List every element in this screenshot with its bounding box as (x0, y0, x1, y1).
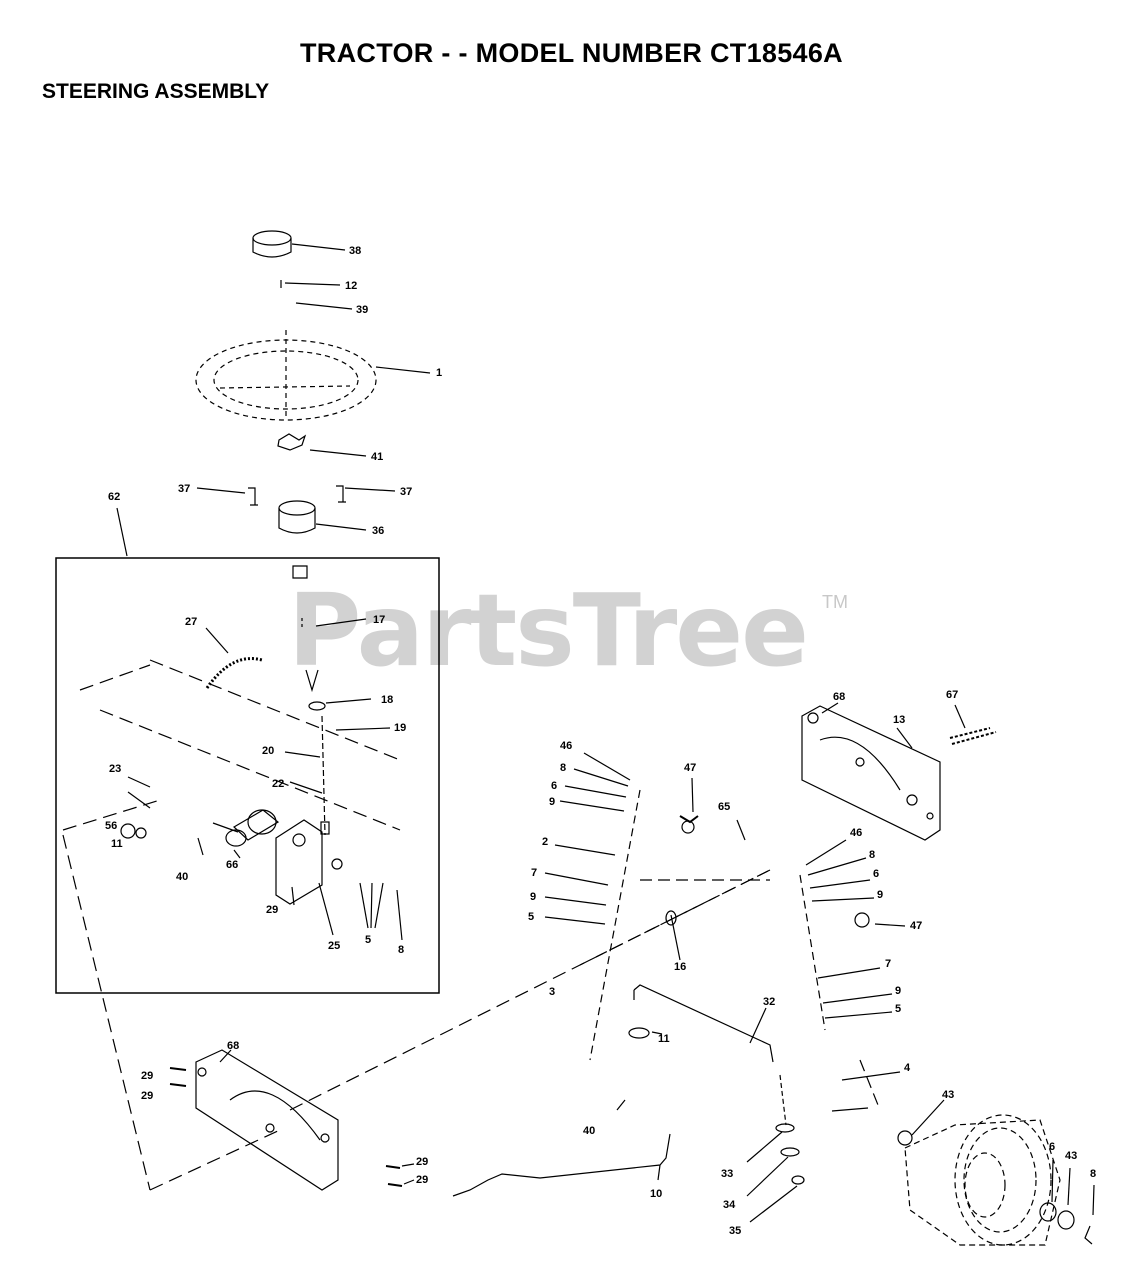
drag-link-lower (452, 1133, 671, 1197)
callout-label: 9 (877, 889, 884, 901)
callout-label: 4 (904, 1062, 911, 1074)
steering-cap (252, 230, 292, 258)
callout-label: 12 (345, 280, 358, 292)
callout-label: 37 (178, 483, 191, 495)
callout-label: 62 (108, 491, 121, 503)
right-support-bracket (801, 705, 941, 841)
callout-label: 6 (873, 868, 880, 880)
front-wheel (904, 1114, 1061, 1246)
callout-label: 27 (185, 616, 198, 628)
callout-label: 38 (349, 245, 362, 257)
steering-pivot-bushing (225, 809, 280, 847)
callout-label: 9 (530, 891, 537, 903)
callout-label: 17 (373, 614, 386, 626)
callout-label: 2 (542, 836, 549, 848)
callout-label: 8 (560, 762, 567, 774)
drag-link (589, 789, 641, 1061)
callout-label: 56 (105, 820, 118, 832)
callout-label: 23 (109, 763, 122, 775)
callout-label: 18 (381, 694, 394, 706)
callout-label: 41 (371, 451, 384, 463)
callout-label: 11 (658, 1033, 670, 1045)
washer (120, 823, 136, 839)
callout-label: 40 (583, 1125, 596, 1137)
left-support-bracket (195, 1049, 339, 1191)
callout-label: 43 (1065, 1150, 1078, 1162)
callout-label: 39 (356, 304, 369, 316)
callout-label: 47 (910, 920, 923, 932)
sector-gear (205, 657, 263, 689)
callout-label: 29 (141, 1070, 154, 1082)
callout-label: 65 (718, 801, 731, 813)
callout-label: 29 (266, 904, 279, 916)
callout-label: 5 (365, 934, 372, 946)
callout-label: 8 (398, 944, 405, 956)
callout-label: 20 (262, 745, 275, 757)
steering-wheel (195, 330, 377, 421)
callout-label: 43 (942, 1089, 955, 1101)
callout-label: 68 (227, 1040, 240, 1052)
callout-label: 35 (729, 1225, 742, 1237)
callout-label: 29 (416, 1174, 429, 1186)
hub-adapter (277, 433, 307, 451)
callout-label: 66 (226, 859, 239, 871)
callout-label: 29 (141, 1090, 154, 1102)
steering-bracket (275, 819, 323, 905)
callout-label: 47 (684, 762, 697, 774)
callout-label: 7 (531, 867, 538, 879)
callout-label: 1 (436, 367, 443, 379)
callout-label: 16 (674, 961, 687, 973)
callout-label: 22 (272, 778, 285, 790)
callout-label: 6 (551, 780, 558, 792)
callout-label: 46 (560, 740, 573, 752)
callout-label: 10 (650, 1188, 663, 1200)
callout-label: 6 (1049, 1141, 1056, 1153)
section-title: STEERING ASSEMBLY (42, 80, 270, 103)
callout-label: 40 (176, 871, 189, 883)
callout-label: 25 (328, 940, 341, 952)
callout-label: 36 (372, 525, 385, 537)
page-title: TRACTOR - - MODEL NUMBER CT18546A (300, 38, 843, 68)
callout-label: 33 (721, 1168, 734, 1180)
callout-label: 8 (869, 849, 876, 861)
steering-bushing (278, 500, 316, 534)
watermark-logo: PartsTree (288, 572, 809, 689)
callout-label: 37 (400, 486, 413, 498)
callout-label: 13 (893, 714, 906, 726)
callout-label: 9 (895, 985, 902, 997)
callout-label: 5 (895, 1003, 902, 1015)
callout-label: 19 (394, 722, 407, 734)
callout-label: 8 (1090, 1168, 1097, 1180)
callout-label: 9 (549, 796, 556, 808)
callout-label: 67 (946, 689, 959, 701)
callout-label: 46 (850, 827, 863, 839)
callout-label: 68 (833, 691, 846, 703)
callout-label: 34 (723, 1199, 736, 1211)
callout-label: 3 (549, 986, 556, 998)
inset-box (55, 557, 440, 994)
watermark-trademark: TM (822, 592, 848, 612)
callout-label: 7 (885, 958, 892, 970)
callout-label: 32 (763, 996, 776, 1008)
callout-label: 11 (111, 838, 123, 850)
callout-label: 29 (416, 1156, 429, 1168)
callout-label: 5 (528, 911, 535, 923)
tie-rod (633, 984, 774, 1063)
